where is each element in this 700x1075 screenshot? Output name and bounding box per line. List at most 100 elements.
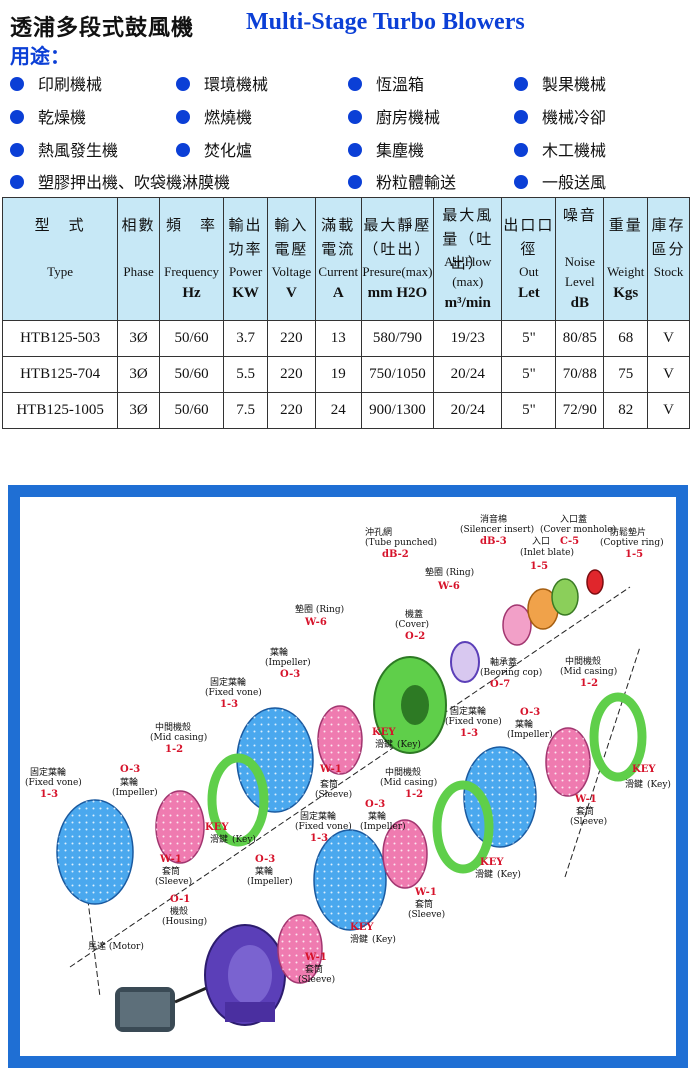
usage-item: 一般送風 (514, 170, 606, 196)
svg-text:(Sleeve): (Sleeve) (570, 816, 607, 827)
svg-text:葉輪: 葉輪 (255, 865, 273, 877)
cell-stock: V (647, 320, 690, 357)
bullet-icon (514, 110, 528, 124)
svg-text:(Sleeve): (Sleeve) (408, 909, 445, 920)
svg-text:(Fixed vone): (Fixed vone) (205, 687, 262, 698)
cell-weight: 68 (603, 320, 649, 357)
svg-text:O-3: O-3 (280, 669, 300, 680)
svg-text:(Beoring cop): (Beoring cop) (480, 667, 542, 678)
usage-item: 乾燥機 (10, 105, 86, 131)
usage-item: 機械冷卻 (514, 105, 606, 131)
svg-text:(Key): (Key) (647, 779, 671, 790)
cell-type: HTB125-503 (1, 320, 119, 357)
cell-current: 13 (314, 320, 362, 357)
svg-text:C-5: C-5 (560, 536, 579, 547)
svg-text:墊圈 (Ring): 墊圈 (Ring) (425, 566, 474, 578)
cell-voltage: 220 (266, 356, 316, 393)
svg-text:W-1: W-1 (319, 764, 342, 775)
svg-text:O-3: O-3 (120, 764, 140, 775)
svg-text:O-3: O-3 (520, 707, 540, 718)
svg-text:KEY: KEY (632, 764, 656, 775)
svg-text:固定葉輪: 固定葉輪 (300, 810, 336, 822)
exploded-diagram: 沖孔網 (Tube punched) dB-2 消音棉 (Silencer in… (20, 497, 676, 1056)
svg-text:(Fixed vone): (Fixed vone) (25, 777, 82, 788)
svg-text:1-2: 1-2 (580, 678, 598, 689)
svg-text:W-1: W-1 (414, 887, 437, 898)
captive-ring-icon (586, 569, 604, 595)
cell-outlet: 5" (501, 320, 557, 357)
svg-text:1-2: 1-2 (165, 744, 183, 755)
svg-text:滑鍵: 滑鍵 (625, 778, 643, 790)
svg-text:(Impeller): (Impeller) (112, 787, 158, 798)
svg-text:(Mid casing): (Mid casing) (380, 777, 437, 788)
cell-phase: 3Ø (117, 392, 160, 429)
svg-text:W-1: W-1 (159, 854, 182, 865)
bullet-icon (176, 110, 190, 124)
svg-text:W-1: W-1 (304, 952, 327, 963)
svg-text:(Cover): (Cover) (395, 619, 429, 630)
cell-noise: 70/88 (555, 356, 605, 393)
exploded-diagram-frame: 沖孔網 (Tube punched) dB-2 消音棉 (Silencer in… (8, 485, 688, 1068)
svg-text:中間機殼: 中間機殼 (155, 721, 191, 733)
svg-text:O-3: O-3 (365, 799, 385, 810)
bullet-icon (514, 77, 528, 91)
usage-item: 廚房機械 (348, 105, 440, 131)
svg-text:1-5: 1-5 (625, 549, 643, 560)
usage-item: 製果機械 (514, 72, 606, 98)
svg-text:KEY: KEY (480, 857, 504, 868)
cell-phase: 3Ø (117, 356, 160, 393)
svg-text:入口蓋: 入口蓋 (560, 513, 587, 525)
usage-item: 粉粒體輸送 (348, 170, 456, 196)
svg-text:固定葉輪: 固定葉輪 (210, 676, 246, 688)
svg-text:(Mid casing): (Mid casing) (560, 666, 617, 677)
bullet-icon (514, 143, 528, 157)
title-row: 透浦多段式鼓風機 Multi-Stage Turbo Blowers (6, 6, 696, 41)
cell-type: HTB125-1005 (1, 392, 119, 429)
bullet-icon (176, 143, 190, 157)
usage-label: 用途： (10, 44, 70, 68)
svg-text:套筒: 套筒 (415, 898, 433, 910)
cell-pressure: 900/1300 (360, 392, 435, 429)
bullet-icon (10, 175, 24, 189)
svg-text:葉輪: 葉輪 (120, 776, 138, 788)
cell-power: 5.5 (223, 356, 268, 393)
svg-text:機蓋: 機蓋 (405, 608, 423, 620)
bullet-icon (10, 77, 24, 91)
part-labels: 沖孔網 (Tube punched) dB-2 消音棉 (Silencer in… (25, 513, 671, 985)
svg-text:消音棉: 消音棉 (480, 513, 507, 525)
cell-frequency: 50/60 (158, 320, 225, 357)
bullet-icon (514, 175, 528, 189)
svg-text:固定葉輪: 固定葉輪 (30, 766, 66, 778)
svg-text:(Mid casing): (Mid casing) (150, 732, 207, 743)
cell-noise: 80/85 (555, 320, 605, 357)
svg-text:(Impeller): (Impeller) (360, 821, 406, 832)
usage-item: 環境機械 (176, 72, 268, 98)
mid-casing-ring (432, 780, 494, 874)
bearing-cap-icon (450, 641, 480, 683)
cell-frequency: 50/60 (158, 356, 225, 393)
cell-voltage: 220 (266, 320, 316, 357)
usage-item: 焚化爐 (176, 138, 252, 164)
usage-item: 集塵機 (348, 138, 424, 164)
usage-item: 恆溫箱 (348, 72, 424, 98)
svg-text:KEY: KEY (372, 727, 396, 738)
svg-text:(Tube punched): (Tube punched) (365, 537, 437, 548)
svg-text:(Key): (Key) (232, 834, 256, 845)
cell-type: HTB125-704 (1, 356, 119, 393)
svg-text:1-3: 1-3 (220, 699, 238, 710)
svg-text:套筒: 套筒 (320, 778, 338, 790)
svg-text:(Key): (Key) (372, 934, 396, 945)
cell-power: 7.5 (223, 392, 268, 429)
svg-text:套筒: 套筒 (162, 865, 180, 877)
cell-current: 19 (314, 356, 362, 393)
cover-icon (373, 656, 447, 754)
cell-airflow: 20/24 (433, 392, 503, 429)
